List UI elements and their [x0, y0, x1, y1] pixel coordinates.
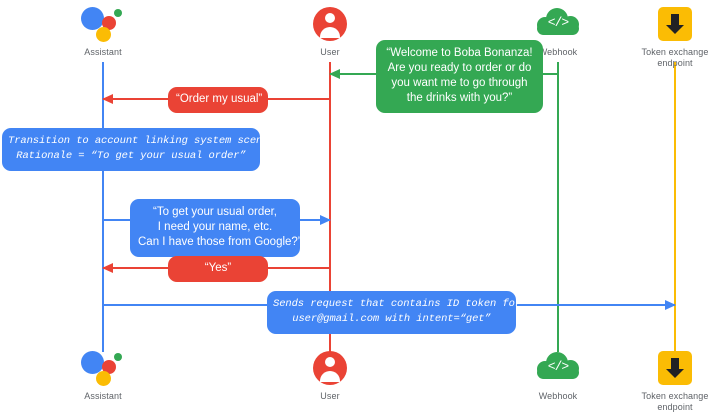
lifeline-assistant — [102, 62, 104, 352]
message-bubble-welcome: “Welcome to Boba Bonanza! Are you ready … — [376, 40, 543, 113]
message-line: Can I have those from Google?” — [138, 236, 302, 248]
user-avatar-icon — [275, 348, 385, 388]
actor-label-webhook: Webhook — [538, 47, 578, 57]
actor-label-token-endpoint-line1: Token exchange — [641, 47, 709, 57]
google-assistant-icon — [48, 4, 158, 44]
message-line: the drinks with you?” — [406, 92, 513, 104]
actor-assistant-top: Assistant — [48, 4, 158, 58]
message-line: Transition to account linking system sce… — [8, 135, 275, 147]
actor-label-webhook: Webhook — [538, 391, 578, 401]
actor-webhook-top: </> Webhook — [503, 4, 613, 58]
actor-token-endpoint-bottom: Token exchange endpoint — [620, 348, 725, 413]
actor-token-endpoint-top: Token exchange endpoint — [620, 4, 725, 69]
user-avatar-icon — [275, 4, 385, 44]
google-assistant-icon — [48, 348, 158, 388]
actor-user-bottom: User — [275, 348, 385, 402]
cloud-code-icon: </> — [503, 348, 613, 388]
message-line: “Welcome to Boba Bonanza! — [386, 47, 533, 59]
message-bubble-sends-request: Sends request that contains ID token for… — [267, 291, 522, 334]
message-bubble-yes: “Yes” — [168, 256, 268, 282]
actor-label-assistant: Assistant — [84, 47, 122, 57]
lifeline-webhook — [557, 62, 559, 352]
actor-user-top: User — [275, 4, 385, 58]
message-line: you want me to go through — [391, 77, 528, 89]
cloud-code-icon: </> — [503, 4, 613, 44]
message-line: Rationale = “To get your usual order” — [16, 150, 246, 162]
message-bubble-need-your-name: “To get your usual order, I need your na… — [130, 199, 302, 257]
actor-label-token-endpoint-line2: endpoint — [657, 402, 693, 412]
actor-assistant-bottom: Assistant — [48, 348, 158, 402]
lifeline-user — [329, 62, 331, 352]
actor-webhook-bottom: </> Webhook — [503, 348, 613, 402]
download-box-icon — [620, 348, 725, 388]
actor-label-token-endpoint-line2: endpoint — [657, 58, 693, 68]
message-line: “To get your usual order, — [152, 206, 277, 218]
message-line: I need your name, etc. — [157, 221, 273, 233]
actor-label-user: User — [320, 391, 340, 401]
actor-label-token-endpoint-line1: Token exchange — [641, 391, 709, 401]
message-line: Are you ready to order or do — [387, 62, 532, 74]
message-line: user@gmail.com with intent=“get” — [292, 313, 491, 325]
message-line: Sends request that contains ID token for — [273, 298, 522, 310]
message-bubble-order-my-usual: “Order my usual” — [168, 87, 268, 113]
message-line: “Order my usual” — [176, 93, 263, 105]
lifeline-token-endpoint — [674, 62, 676, 352]
message-bubble-transition-note: Transition to account linking system sce… — [2, 128, 275, 171]
actor-label-user: User — [320, 47, 340, 57]
message-line: “Yes” — [204, 262, 232, 274]
download-box-icon — [620, 4, 725, 44]
actor-label-assistant: Assistant — [84, 391, 122, 401]
